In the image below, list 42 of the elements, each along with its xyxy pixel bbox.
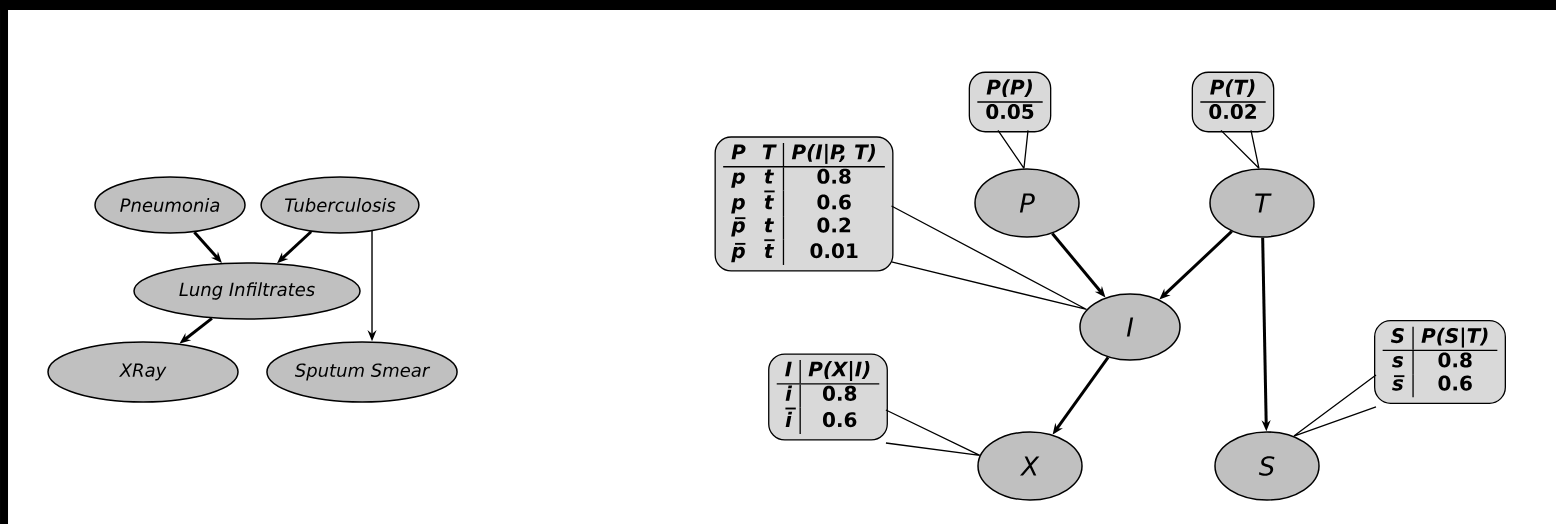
- callout-pointer: [1220, 129, 1260, 169]
- table-cell: P: [731, 144, 746, 160]
- table-cell: 0.01: [810, 243, 858, 259]
- table-cell: p: [731, 198, 745, 214]
- table-cell: 0.6: [817, 194, 851, 210]
- callout-pointer: [885, 409, 981, 456]
- table-cell: P(X|I): [808, 361, 870, 381]
- callout-pointer: [890, 205, 1088, 311]
- table-cell: 0.2: [817, 217, 851, 233]
- table-cell: T: [762, 144, 777, 160]
- callout-pointer: [997, 129, 1029, 169]
- table-cell: p̅: [731, 242, 746, 263]
- table-cell: P(T): [1210, 79, 1255, 98]
- table-cell: t: [764, 218, 775, 233]
- table-cell: 0.02: [1209, 103, 1256, 120]
- callout-table: [1191, 71, 1275, 133]
- table-cell: i: [785, 385, 793, 401]
- table-cell: p: [731, 172, 745, 188]
- table-cell: P(S|T): [1421, 327, 1488, 348]
- table-cell: s̅: [1392, 375, 1405, 391]
- callout-table: [968, 71, 1052, 133]
- table-cell: I: [785, 361, 792, 377]
- table-cell: 0.8: [1438, 352, 1472, 368]
- table-cell: 0.05: [986, 103, 1034, 120]
- table-cell: i̅: [785, 407, 796, 427]
- callout-pointer: [1293, 374, 1377, 437]
- table-cell: 0.6: [822, 412, 857, 428]
- table-cell: 0.6: [1438, 375, 1472, 391]
- table-cell: t̅: [764, 239, 775, 259]
- table-cell: t: [764, 169, 775, 184]
- table-cell: s: [1392, 356, 1404, 368]
- callout-table: [1374, 320, 1506, 404]
- table-cell: 0.8: [817, 168, 851, 184]
- table-cell: p̅: [731, 217, 746, 237]
- callout-table: [714, 136, 894, 272]
- table-cell: P(P): [986, 79, 1032, 98]
- table-cell: S: [1390, 328, 1404, 344]
- table-cell: P(I|P, T): [791, 143, 875, 164]
- table-cell: t̅: [764, 190, 775, 210]
- table-cell: 0.8: [822, 385, 857, 401]
- arrow: [193, 231, 222, 263]
- callout-table: [768, 353, 888, 441]
